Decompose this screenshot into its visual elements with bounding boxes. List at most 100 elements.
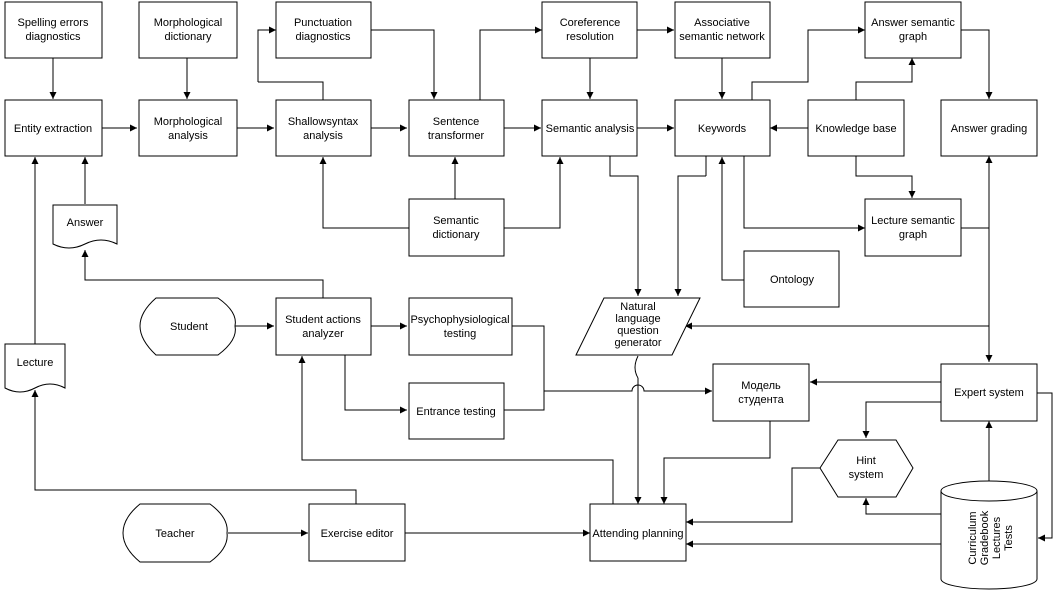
node-ontology[interactable]: Ontology [743, 250, 840, 308]
node-entity-extraction[interactable]: Entity extraction [4, 99, 103, 157]
node-label: Student [170, 321, 208, 333]
node-label: Shallowsyntax [288, 116, 359, 128]
node-semantic-dictionary[interactable]: Semantic dictionary [408, 198, 505, 257]
node-hint-system[interactable]: Hint system [819, 439, 914, 498]
arrow-hint-to-planning [686, 467, 820, 526]
connectors [31, 26, 1053, 548]
node-label: Coreference [560, 17, 621, 29]
db-label-lectures: Lectures [991, 516, 1003, 559]
arrow-keywords-to-nlqg [674, 175, 706, 296]
node-label: Punctuation [294, 17, 352, 29]
node-label: Student actions [285, 314, 361, 326]
node-label: analysis [168, 130, 208, 142]
node-label: Модель [741, 380, 781, 392]
node-label: Morphological [154, 116, 222, 128]
node-label: Attending planning [592, 528, 683, 540]
node-label: language [615, 313, 660, 325]
node-student-model[interactable]: Модель студента [712, 363, 810, 422]
db-label-curriculum: Curriculum [967, 511, 979, 564]
line-nlqg-tail [634, 355, 639, 379]
node-question-generator[interactable]: Natural language question generator [575, 297, 701, 356]
arrow-answergraph-to-grading [961, 29, 993, 99]
node-label: system [849, 469, 884, 481]
node-answer-grading[interactable]: Answer grading [940, 99, 1038, 157]
node-lecture-document[interactable]: Lecture [4, 343, 66, 393]
node-associative-semantic-network[interactable]: Associative semantic network [674, 1, 771, 59]
node-shallow-syntax-analysis[interactable]: Shallowsyntax analysis [275, 99, 372, 157]
node-label: dictionary [432, 229, 480, 241]
arrow-tests-to-model [544, 384, 712, 395]
node-label: Expert system [954, 387, 1024, 399]
node-label: graph [899, 229, 927, 241]
node-label: Ontology [770, 274, 815, 286]
node-psychophysiological-testing[interactable]: Psychophysiological testing [408, 297, 513, 356]
node-label: Associative [694, 17, 750, 29]
node-teacher[interactable]: Teacher [122, 503, 228, 563]
node-label: студента [738, 394, 784, 406]
arrow-expert-to-hint [862, 401, 941, 438]
arrow-semdict-to-semantic [504, 157, 564, 229]
node-knowledge-base[interactable]: Knowledge base [807, 99, 905, 157]
arrow-punct-to-sentence [371, 29, 438, 99]
node-spelling-diagnostics[interactable]: Spelling errors diagnostics [4, 1, 103, 59]
node-label: Psychophysiological [410, 314, 509, 326]
node-label: Answer semantic [871, 17, 955, 29]
arrow-ontology-to-keywords [718, 157, 744, 281]
node-answer-document[interactable]: Answer [52, 204, 118, 249]
node-label: dictionary [164, 31, 212, 43]
node-label: generator [614, 337, 661, 349]
arrow-model-to-planning [660, 421, 771, 504]
arrow-shallow-to-punct [257, 26, 276, 82]
arrow-keywords-to-answergraph [751, 26, 865, 100]
node-expert-system[interactable]: Expert system [940, 363, 1038, 422]
node-label: analyzer [302, 328, 344, 340]
node-label: testing [444, 328, 476, 340]
node-label: Lecture semantic [871, 215, 955, 227]
node-label: Hint [856, 455, 876, 467]
node-label: analysis [303, 130, 343, 142]
node-morphological-analysis[interactable]: Morphological analysis [138, 99, 238, 157]
node-label: Semantic analysis [546, 123, 635, 135]
node-sentence-transformer[interactable]: Sentence transformer [408, 99, 505, 157]
node-exercise-editor[interactable]: Exercise editor [308, 503, 406, 562]
node-database[interactable]: Curriculum Gradebook Lectures Tests [940, 480, 1038, 590]
node-keywords[interactable]: Keywords [674, 99, 771, 157]
arrow-sentence-to-coref [479, 26, 542, 128]
node-label: diagnostics [295, 31, 351, 43]
node-label: Entrance testing [416, 406, 496, 418]
arrow-semdict-to-shallow [319, 157, 409, 229]
node-label: transformer [428, 130, 485, 142]
node-label: Spelling errors [18, 17, 89, 29]
node-answer-semantic-graph[interactable]: Answer semantic graph [864, 1, 962, 59]
node-label: Lecture [17, 357, 54, 369]
node-label: Knowledge base [815, 123, 896, 135]
node-label: Sentence [433, 116, 479, 128]
node-label: graph [899, 31, 927, 43]
node-attending-planning[interactable]: Attending planning [589, 503, 687, 562]
arrow-actions-to-entrance [344, 355, 407, 414]
node-label: Exercise editor [321, 528, 394, 540]
node-student-actions-analyzer[interactable]: Student actions analyzer [275, 297, 372, 356]
line-shallow-up [258, 81, 324, 100]
arrow-expert-to-db [1037, 392, 1053, 542]
line-entrance-to-model [504, 391, 545, 411]
arrow-semantic-to-nlqg [609, 156, 642, 296]
node-entrance-testing[interactable]: Entrance testing [408, 382, 505, 440]
arrow-actions-to-answer [81, 250, 324, 298]
arrow-editor-to-lecture [31, 390, 357, 504]
node-label: Morphological [154, 17, 222, 29]
node-label: Answer [67, 217, 104, 229]
arrow-planning-to-actions [298, 356, 614, 504]
node-label: resolution [566, 31, 614, 43]
node-coreference-resolution[interactable]: Coreference resolution [541, 1, 638, 59]
arrow-db-to-hint [862, 498, 941, 515]
node-label: Keywords [698, 123, 747, 135]
node-morphological-dictionary[interactable]: Morphological dictionary [138, 1, 238, 59]
node-student[interactable]: Student [139, 297, 236, 356]
db-label-gradebook: Gradebook [979, 510, 991, 565]
node-label: Entity extraction [14, 123, 92, 135]
node-lecture-semantic-graph[interactable]: Lecture semantic graph [864, 198, 962, 257]
node-semantic-analysis[interactable]: Semantic analysis [541, 99, 638, 157]
node-punctuation-diagnostics[interactable]: Punctuation diagnostics [275, 1, 372, 59]
